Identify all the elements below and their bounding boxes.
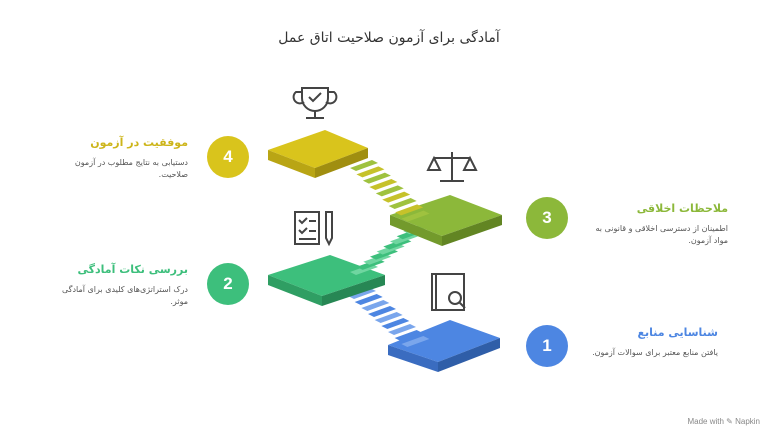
step-4-heading: موفقیت در آزمون [90,136,188,149]
stair-step [348,288,376,299]
step-4-badge: 4 [207,136,249,178]
stairs-4-to-3 [350,160,430,222]
stair-step [368,306,396,317]
platform-4 [268,130,368,178]
diagram-title: آمادگی برای آزمون صلاحیت اتاق عمل [278,30,500,46]
stair-step [362,172,391,184]
stair-step [388,198,417,209]
step-3-heading: ملاحظات اخلاقی [636,202,728,215]
step-4-text: موفقیت در آزمون دستیابی به نتایج مطلوب د… [58,136,188,181]
stair-step [354,294,383,305]
stairs-2-to-1 [348,288,430,347]
platform-2 [268,255,385,306]
stair-step [350,160,378,171]
stair-step [375,185,404,197]
step-2-heading: بررسی نکات آمادگی [77,263,188,276]
stair-step [395,204,424,216]
stair-step [381,318,410,329]
book-search-icon [431,273,466,311]
step-2-badge: 2 [207,263,249,305]
stair-step [369,179,398,190]
step-3-text: ملاحظات اخلاقی اطمینان از دسترسی اخلاقی … [588,202,729,247]
step-4-description: دستیابی به نتایج مطلوب در آزمون صلاحیت. [74,158,188,179]
stair-step [401,336,430,347]
step-1-text: شناسایی منابع یافتن منابع معتبر برای سوا… [588,326,718,359]
checklist-pen-icon [294,211,333,247]
stair-step [356,166,385,178]
platform-3 [390,195,502,246]
stair-step [388,324,416,335]
step-1-description: یافتن منابع معتبر برای سوالات آزمون. [592,348,718,357]
stair-step [361,300,390,311]
step-1-badge: 1 [526,325,568,367]
stair-step [382,191,411,203]
made-with-napkin: Made with ✎ Napkin [687,417,760,426]
trophy-icon [292,87,338,119]
step-1-heading: شناسایی منابع [637,326,718,339]
stair-step [394,330,423,341]
step-2-text: بررسی نکات آمادگی درک استراتژی‌های کلیدی… [58,263,188,308]
platform-1 [388,320,500,372]
step-3-description: اطمینان از دسترسی اخلاقی و قانونی به موا… [595,224,729,245]
stair-step [401,210,430,222]
step-3-badge: 3 [526,197,568,239]
scales-icon [426,152,478,182]
stair-step [374,312,403,323]
step-2-description: درک استراتژی‌های کلیدی برای آمادگی موثر. [62,285,188,306]
